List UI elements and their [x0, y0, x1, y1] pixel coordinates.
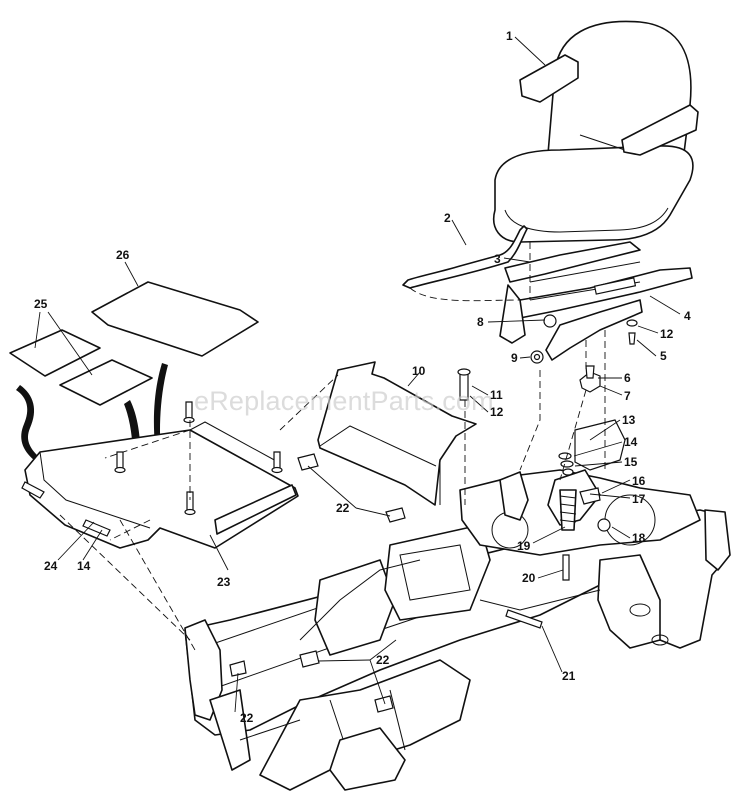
callout-23: 23 — [217, 575, 231, 589]
frame — [184, 469, 731, 791]
callout-8: 8 — [477, 315, 484, 329]
seat-hardware — [530, 314, 638, 393]
callout-26: 26 — [116, 248, 130, 262]
floor-mats — [9, 281, 259, 502]
seat — [493, 20, 699, 243]
callout-1: 1 — [506, 29, 513, 43]
tunnel-cover — [317, 361, 477, 506]
callout-13: 13 — [622, 413, 636, 427]
callout-12b: 12 — [660, 327, 674, 341]
seat-rod — [402, 225, 528, 289]
seat-spring-assembly — [547, 419, 626, 532]
callout-22c: 22 — [240, 711, 254, 725]
callout-6: 6 — [624, 371, 631, 385]
callout-16: 16 — [632, 474, 646, 488]
callout-4: 4 — [684, 309, 691, 323]
callout-10: 10 — [412, 364, 426, 378]
callout-14a: 14 — [624, 435, 638, 449]
callout-25: 25 — [34, 297, 48, 311]
callout-12a: 12 — [490, 405, 504, 419]
callout-2: 2 — [444, 211, 451, 225]
callout-14b: 14 — [77, 559, 91, 573]
callout-18: 18 — [632, 531, 646, 545]
callout-20: 20 — [522, 571, 536, 585]
callout-labels: 1 2 3 4 5 6 7 8 9 10 11 12 12 13 14 14 1… — [34, 29, 691, 725]
callout-24: 24 — [44, 559, 58, 573]
callout-17: 17 — [632, 492, 646, 506]
watermark: eReplacementParts.com — [194, 386, 494, 416]
callout-11: 11 — [490, 388, 503, 402]
leader-lines — [34, 36, 681, 713]
callout-7: 7 — [624, 389, 631, 403]
seat-slide-assembly — [499, 241, 693, 361]
callout-19: 19 — [517, 539, 531, 553]
callout-9: 9 — [511, 351, 518, 365]
callout-22b: 22 — [376, 653, 390, 667]
callout-5: 5 — [660, 349, 667, 363]
callout-15: 15 — [624, 455, 638, 469]
callout-21: 21 — [562, 669, 576, 683]
callout-3: 3 — [494, 252, 501, 266]
callout-22a: 22 — [336, 501, 350, 515]
footrest-panel — [24, 421, 299, 549]
hardware — [21, 368, 570, 713]
